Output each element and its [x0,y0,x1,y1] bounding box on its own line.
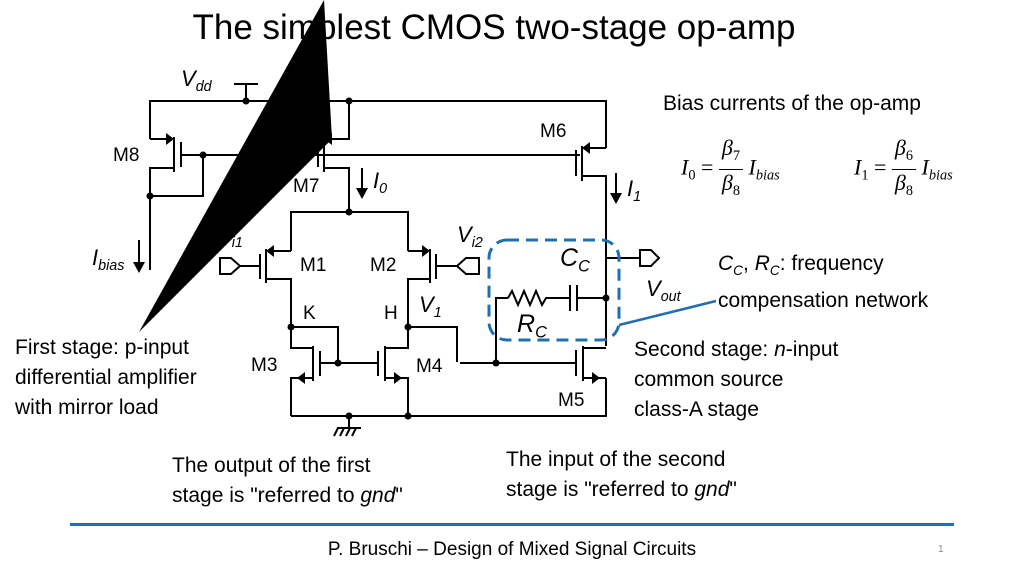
vi2-terminal [455,257,480,275]
compensation-highlight-box [487,238,621,342]
footer-divider [70,523,954,526]
input-second-stage-note: The input of the second stage is "referr… [506,448,737,501]
m4-source [385,377,409,416]
compensation-callout-line [618,299,717,327]
m3-drain [290,327,313,349]
m6-drain [582,175,607,346]
v1-label: V1 [419,292,442,321]
m4-label: M4 [416,356,443,377]
m3-label: M3 [251,355,278,376]
vout-label: Vout [646,276,681,305]
m4-drain [385,327,409,349]
bias-heading: Bias currents of the op-amp [663,92,921,115]
m7-source-arrow [139,0,332,332]
m5-label: M5 [558,390,585,411]
m4-source-arrow [394,372,402,384]
m7-drain [324,167,350,212]
m2-drain [407,278,430,327]
m3-source-arrow [297,372,305,384]
vi2-label: Vi2 [457,222,483,251]
m2-label: M2 [370,255,397,276]
k-wire [291,326,339,363]
m7-arrow [324,133,332,145]
vout-terminal [639,249,661,267]
m8-diode [150,155,204,197]
m1-drain [266,278,292,327]
output-first-stage-note: The output of the first stage is "referr… [172,454,403,507]
ibias-arrow [133,262,145,273]
vi1-terminal [219,257,242,275]
m7-source [330,101,350,140]
i0-arrow [356,188,368,199]
second-stage-note: Second stage: n-input common source clas… [634,338,839,421]
i0-label: I0 [373,168,388,197]
m7-label: M7 [293,176,320,197]
slide-title: The simplest CMOS two-stage op-amp [192,8,796,47]
vdd-rail [149,100,607,148]
rc-resistor [507,288,570,308]
cc-label: CC [560,244,590,276]
m2-source-arrow [422,245,430,257]
v1-wire [408,326,458,362]
m6-source-arrow [582,142,590,154]
rc-label: RC [517,310,547,342]
vi1-label: Vi1 [217,222,243,251]
compensation-note: CC, RC: frequency compensation network [718,252,929,312]
vdd-label: Vdd [181,66,212,95]
ibias-label: Ibias [92,245,125,274]
tail-wire [290,211,409,251]
m8-drain [149,167,174,196]
ground-rail [291,378,607,417]
footer-text: P. Bruschi – Design of Mixed Signal Circ… [327,539,697,560]
m1-source-arrow [266,245,274,257]
i1-label: I1 [627,176,642,205]
m8-label: M8 [113,145,140,166]
first-stage-note: First stage: p-input differential amplif… [15,336,197,419]
m1-label: M1 [300,255,327,276]
m3-source [290,377,313,416]
m5-source-arrow [592,372,600,384]
m8-source-arrow [166,133,174,145]
page-number: 1 [938,544,944,555]
node-h-label: H [384,303,398,324]
i1-arrow [610,193,622,204]
rc-left-wire [495,297,508,363]
node-k-label: K [303,303,316,324]
m6-label: M6 [540,121,567,142]
